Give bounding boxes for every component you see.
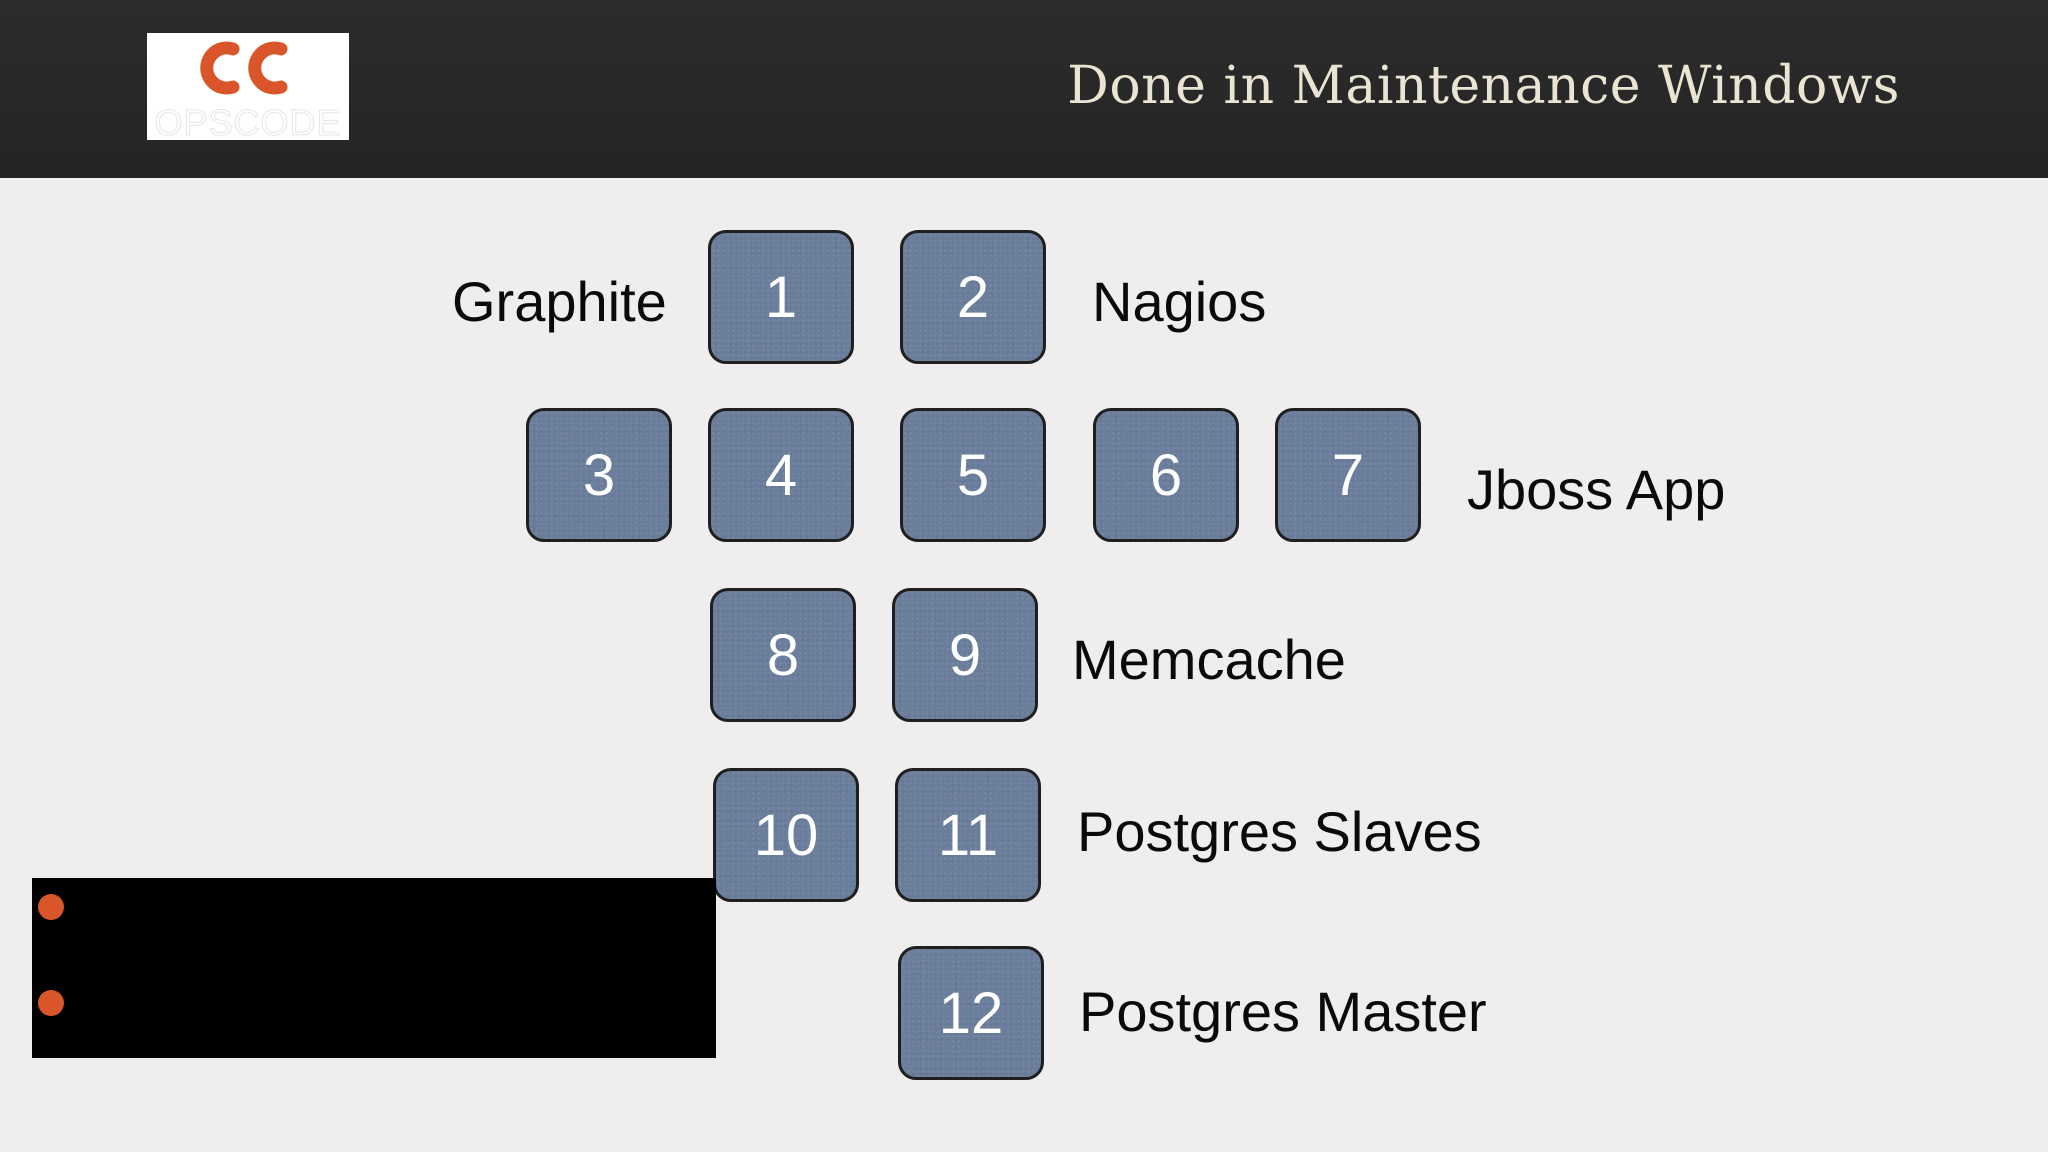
bullet-dot-2: [38, 990, 64, 1016]
label-nagios: Nagios: [1092, 270, 1267, 333]
logo-wordmark: OPSCODE: [154, 102, 342, 141]
server-box-2: 2: [900, 230, 1046, 364]
label-jboss-app: Jboss App: [1467, 458, 1726, 521]
server-box-11: 11: [895, 768, 1041, 902]
server-box-6: 6: [1093, 408, 1239, 542]
label-graphite: Graphite: [452, 270, 667, 333]
server-box-8: 8: [710, 588, 856, 722]
server-box-1: 1: [708, 230, 854, 364]
server-box-5: 5: [900, 408, 1046, 542]
server-box-9: 9: [892, 588, 1038, 722]
slide-title: Done in Maintenance Windows: [1067, 56, 1900, 116]
server-box-3: 3: [526, 408, 672, 542]
black-overlay-panel: [32, 878, 716, 1058]
server-box-10: 10: [713, 768, 859, 902]
label-memcache: Memcache: [1072, 628, 1346, 691]
opscode-logo: OPSCODE: [147, 33, 349, 140]
server-box-12: 12: [898, 946, 1044, 1080]
bullet-dot-1: [38, 894, 64, 920]
server-box-4: 4: [708, 408, 854, 542]
label-postgres-slaves: Postgres Slaves: [1077, 800, 1482, 863]
server-box-7: 7: [1275, 408, 1421, 542]
opscode-mark-icon: [200, 41, 288, 95]
label-postgres-master: Postgres Master: [1079, 980, 1487, 1043]
header-bar: OPSCODE Done in Maintenance Windows: [0, 0, 2048, 178]
